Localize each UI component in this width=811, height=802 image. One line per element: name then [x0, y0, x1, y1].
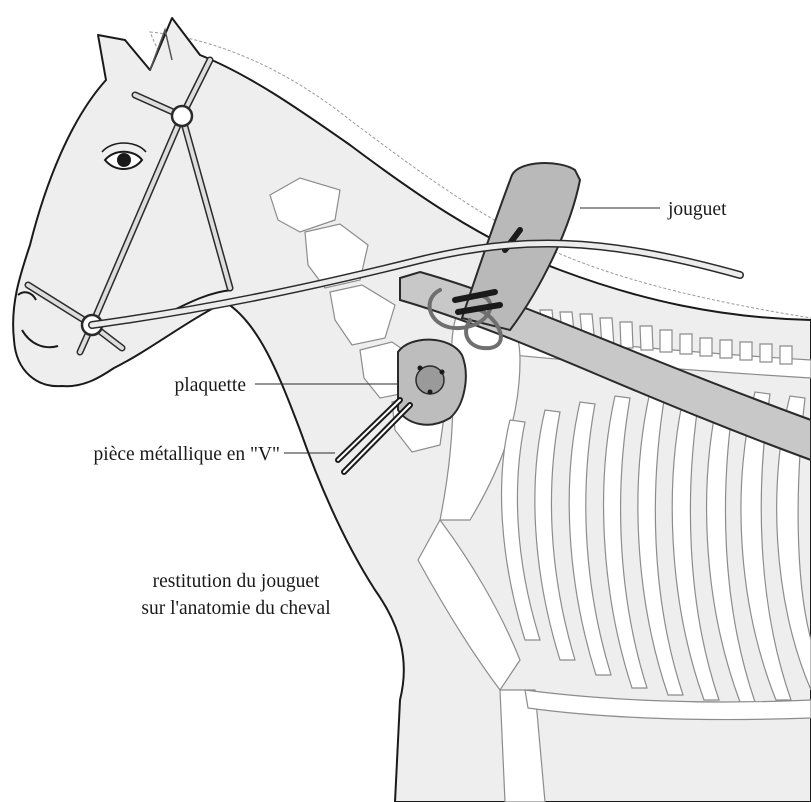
label-v-piece: pièce métallique en "V"	[94, 444, 280, 465]
label-plaquette: plaquette	[175, 375, 246, 396]
plate-plaquette	[398, 340, 466, 425]
bridle-ring-top	[172, 106, 192, 126]
label-jouguet: jouguet	[667, 199, 727, 220]
caption-line-2: sur l'anatomie du cheval	[141, 598, 331, 619]
caption-line-1: restitution du jouguet	[153, 571, 320, 592]
